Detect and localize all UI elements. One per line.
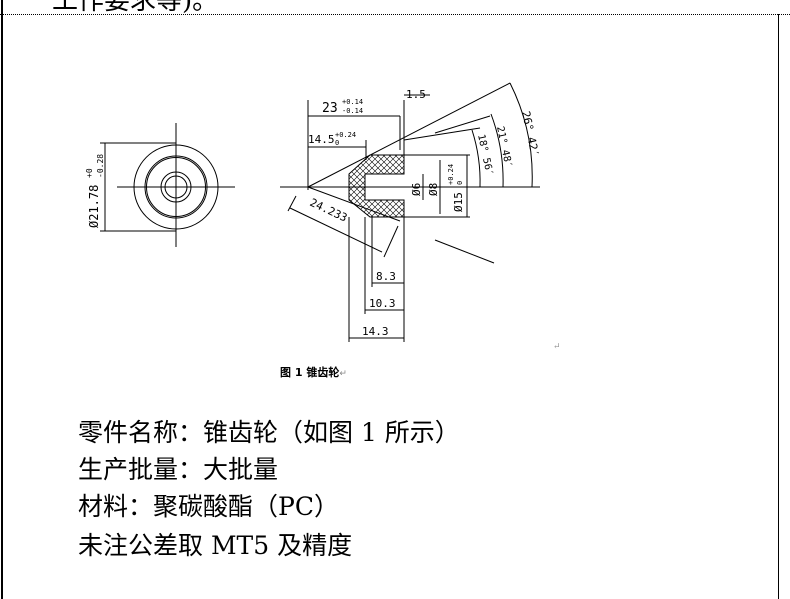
svg-text:-0.14: -0.14 — [342, 107, 363, 115]
figure-caption: 图 1 锥齿轮↵ — [280, 366, 347, 379]
tolerance-line: 未注公差取 MT5 及精度 — [78, 531, 353, 560]
svg-text:+0.14: +0.14 — [342, 98, 363, 106]
svg-text:0: 0 — [456, 181, 464, 185]
dim-phi6: Ø6 — [410, 183, 423, 196]
right-border — [778, 14, 779, 599]
svg-text:-0.28: -0.28 — [96, 154, 105, 178]
dim-phi8: Ø8 — [427, 183, 440, 196]
svg-text:0: 0 — [335, 139, 339, 147]
dim-14-5: 14.5 — [308, 133, 335, 146]
dim-23: 23 — [322, 101, 338, 116]
left-view-diameter: Ø21.78 — [87, 185, 101, 228]
paragraph-mark: ↵ — [553, 342, 561, 352]
dim-phi15: Ø15 — [452, 192, 465, 212]
part-name-line: 零件名称：锥齿轮（如图 1 所示） — [78, 418, 460, 447]
previous-paragraph-text: 工作要求等)。 — [52, 0, 219, 16]
dim-14-3: 14.3 — [362, 325, 389, 338]
left-view — [100, 123, 235, 247]
svg-text:+0.24: +0.24 — [335, 131, 356, 139]
dim-8-3: 8.3 — [376, 270, 396, 283]
material-line: 材料：聚碳酸酯（PC） — [78, 492, 339, 521]
left-border — [1, 0, 3, 599]
page-boundary-dotted-line — [0, 14, 790, 15]
batch-line: 生产批量：大批量 — [78, 455, 279, 484]
angle-26-42: 26° 42′ — [519, 110, 541, 158]
svg-text:+0.24: +0.24 — [447, 164, 455, 185]
angle-21-48: 21° 48′ — [494, 125, 514, 169]
svg-text:+0: +0 — [85, 168, 94, 178]
dim-10-3: 10.3 — [369, 297, 396, 310]
section-view — [280, 82, 540, 342]
dim-1-5: 1.5 — [406, 88, 426, 101]
